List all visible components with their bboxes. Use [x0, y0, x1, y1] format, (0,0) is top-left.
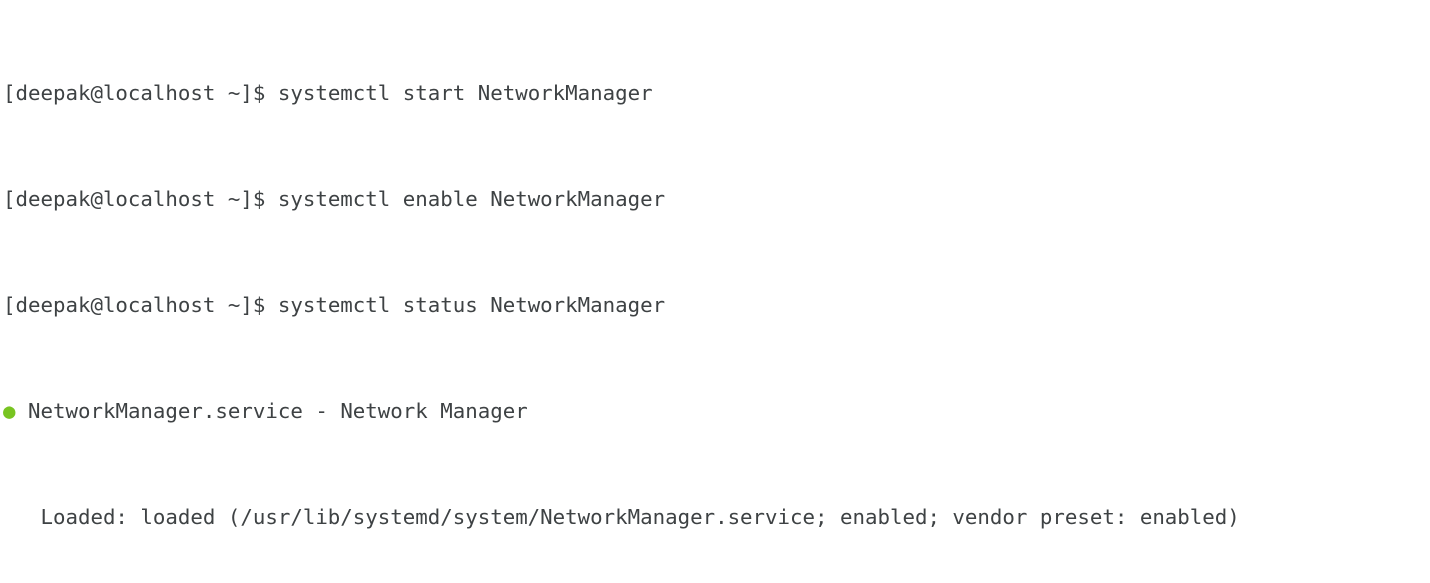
active-status-dot-icon: ●: [3, 398, 28, 423]
service-title-line: ● NetworkManager.service - Network Manag…: [3, 398, 1430, 425]
command-text: systemctl status NetworkManager: [277, 292, 666, 317]
shell-prompt: [deepak@localhost ~]$: [3, 292, 278, 317]
command-line-enable: [deepak@localhost ~]$ systemctl enable N…: [3, 186, 1430, 213]
shell-prompt: [deepak@localhost ~]$: [3, 186, 278, 211]
command-line-status: [deepak@localhost ~]$ systemctl status N…: [3, 292, 1430, 319]
status-loaded-line: Loaded: loaded (/usr/lib/systemd/system/…: [3, 504, 1240, 529]
shell-prompt: [deepak@localhost ~]$: [3, 80, 278, 105]
command-line-start: [deepak@localhost ~]$ systemctl start Ne…: [3, 80, 1430, 107]
command-text: systemctl start NetworkManager: [277, 80, 653, 105]
service-title: NetworkManager.service - Network Manager: [28, 398, 528, 423]
command-text: systemctl enable NetworkManager: [277, 186, 666, 211]
